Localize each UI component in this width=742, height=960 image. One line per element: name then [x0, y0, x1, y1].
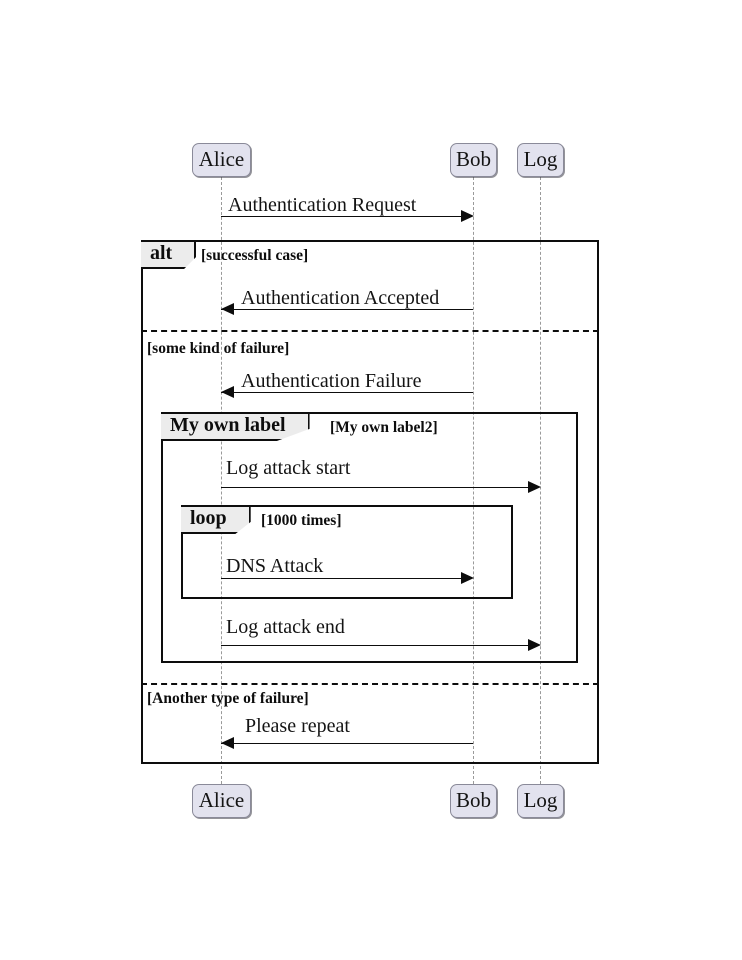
participant-alice-top[interactable]: Alice: [192, 143, 251, 177]
message-arrowhead-dns-attack: [461, 571, 474, 584]
message-arrowhead-log-attack-end: [528, 638, 541, 651]
message-line-please-repeat: [221, 743, 473, 744]
lifeline-bob: [473, 177, 474, 784]
fragment-separator-2: [141, 683, 599, 685]
fragment-my-own-label: [161, 412, 578, 663]
message-line-dns-attack: [221, 578, 466, 579]
participant-log-bottom[interactable]: Log: [517, 784, 564, 818]
participant-log-top[interactable]: Log: [517, 143, 564, 177]
participant-alice-bottom[interactable]: Alice: [192, 784, 251, 818]
fragment-loop: [181, 505, 513, 599]
message-line-log-attack-start: [221, 487, 533, 488]
participant-bob-top[interactable]: Bob: [450, 143, 497, 177]
message-label-dns-attack: DNS Attack: [226, 555, 324, 577]
lifeline-alice: [221, 177, 222, 784]
fragment-guard-some-kind-of-failure: [some kind of failure]: [147, 340, 290, 357]
fragment-operator-alt: alt: [141, 242, 197, 269]
fragment-guard-my-own-label2: [My own label2]: [330, 419, 438, 436]
message-line-authentication-failure: [221, 392, 473, 393]
message-line-authentication-accepted: [221, 309, 473, 310]
fragment-operator-loop: loop: [181, 507, 251, 534]
message-arrowhead-log-attack-start: [528, 480, 541, 493]
message-arrowhead-authentication-failure: [221, 385, 234, 398]
message-label-please-repeat: Please repeat: [245, 715, 350, 737]
fragment-alt-outer: [141, 240, 599, 764]
message-arrowhead-please-repeat: [221, 736, 234, 749]
fragment-separator-1: [141, 330, 599, 332]
participant-bob-bottom[interactable]: Bob: [450, 784, 497, 818]
message-line-authentication-request: [221, 216, 466, 217]
fragment-operator-my-own-label: My own label: [161, 414, 310, 441]
message-label-authentication-request: Authentication Request: [228, 194, 417, 216]
message-label-log-attack-start: Log attack start: [226, 457, 351, 479]
message-label-authentication-accepted: Authentication Accepted: [241, 287, 440, 309]
message-line-log-attack-end: [221, 645, 533, 646]
message-arrowhead-authentication-request: [461, 209, 474, 222]
fragment-guard-successful-case: [successful case]: [201, 247, 309, 264]
fragment-guard-another-type-of-failure: [Another type of failure]: [147, 690, 309, 707]
message-label-log-attack-end: Log attack end: [226, 616, 345, 638]
fragment-guard-1000-times: [1000 times]: [261, 512, 342, 529]
message-arrowhead-authentication-accepted: [221, 302, 234, 315]
message-label-authentication-failure: Authentication Failure: [241, 370, 422, 392]
